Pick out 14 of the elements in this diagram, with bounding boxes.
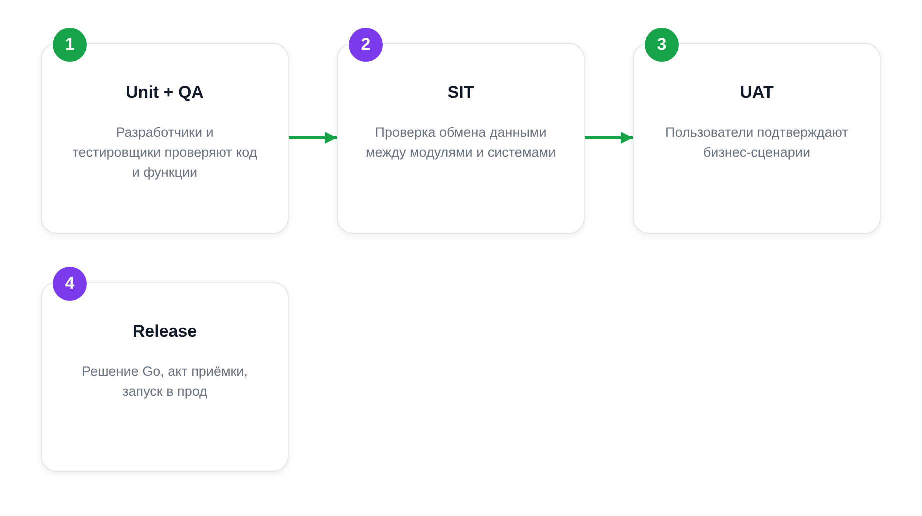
arrow	[289, 132, 337, 144]
step-description: Пользователи подтверждают бизнес-сценарии	[664, 124, 850, 162]
step-description: Разработчики и тестировщики проверяют код и функции	[72, 124, 258, 182]
step-number: 4	[53, 267, 87, 301]
arrow	[585, 132, 633, 144]
step-description: Проверка обмена данными между модулями и системами	[364, 124, 558, 162]
step-number: 1	[53, 28, 87, 62]
step-title: SIT	[446, 82, 476, 104]
step-number: 3	[645, 28, 679, 62]
step-title: Unit + QA	[125, 82, 205, 104]
step-description: Решение Go, акт приёмки, запуск в прод	[81, 363, 249, 401]
step-number: 2	[349, 28, 383, 62]
step-title: UAT	[739, 82, 775, 104]
step-title: Release	[132, 321, 198, 343]
